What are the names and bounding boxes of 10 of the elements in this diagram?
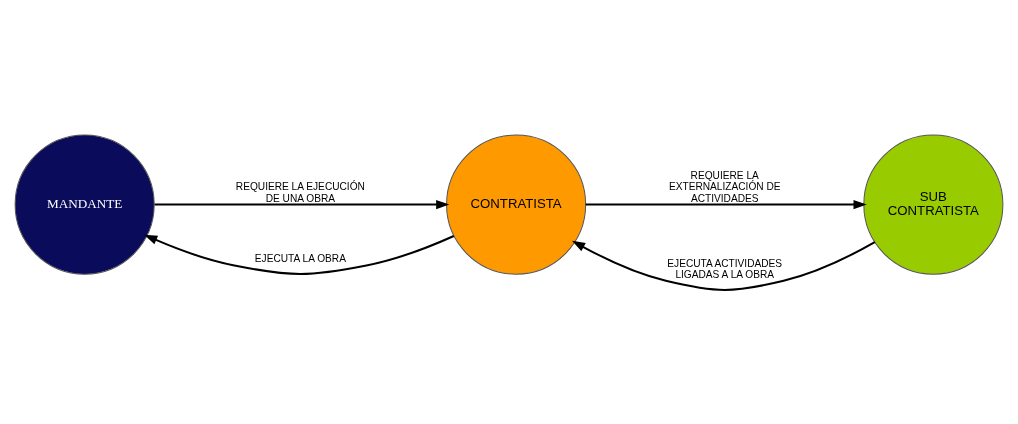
arrow <box>571 240 876 291</box>
edge-label: REQUIERE LA EXTERNALIZACIÓN DE ACTIVIDADES <box>668 169 781 204</box>
node-circle: MANDANTE <box>14 134 155 275</box>
edge-label: REQUIERE LA EJECUCIÓN DE UNA OBRA <box>235 180 365 204</box>
edge-label: EJECUTA LA OBRA <box>254 252 346 264</box>
node-circle: SUB CONTRATISTA <box>863 134 1004 275</box>
arrow <box>144 234 455 275</box>
edge-label: EJECUTA ACTIVIDADES LIGADAS A LA OBRA <box>667 257 783 280</box>
arrow <box>585 199 867 209</box>
arrow <box>154 199 450 209</box>
